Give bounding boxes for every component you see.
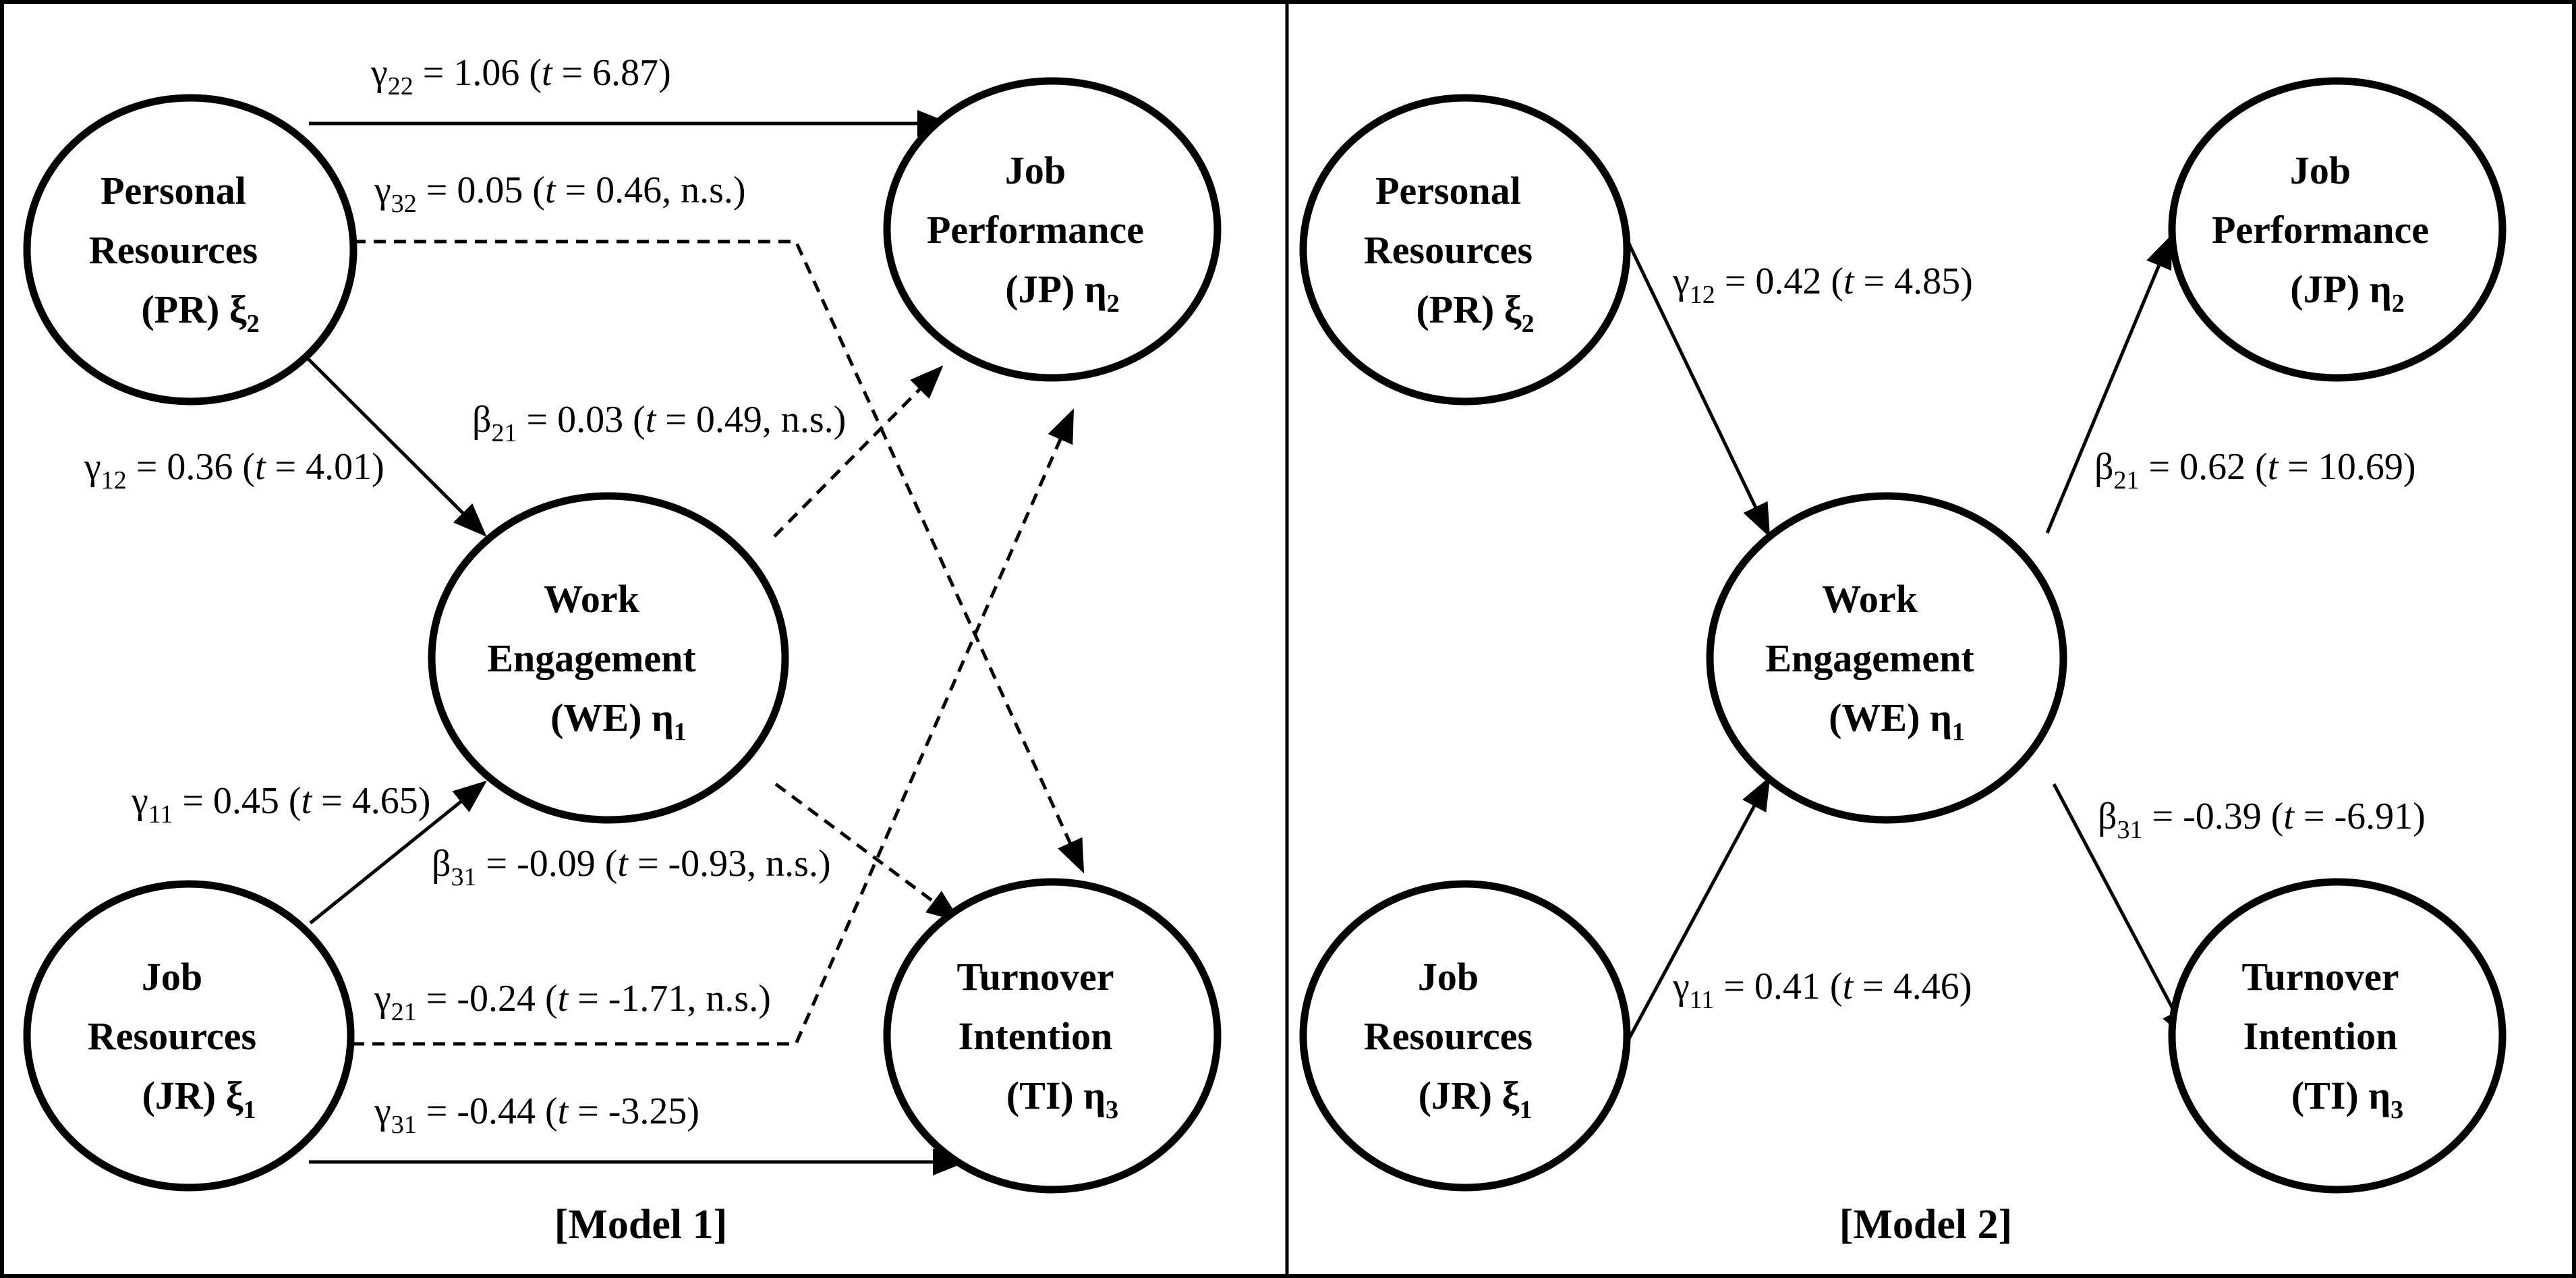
edge-b31-label: β31 = -0.39 (t = -6.91) xyxy=(2098,796,2426,844)
panel-model-1: γ22 = 1.06 (t = 6.87) γ32 = 0.05 (t = 0.4… xyxy=(23,52,1222,1248)
node-ti-ellipse xyxy=(883,878,1222,1194)
edge-g12-arrow xyxy=(1625,238,1771,538)
node-pr-label-line: Resources xyxy=(89,228,258,272)
edge-b21-label: β21 = 0.03 (t = 0.49, n.s.) xyxy=(472,399,846,447)
node-jr-ellipse xyxy=(1299,880,1631,1192)
node-we-label-line: Engagement xyxy=(487,636,696,680)
node-ti-label-line: Turnover xyxy=(956,955,1114,999)
edge-g11: γ11 = 0.45 (t = 4.65) xyxy=(131,780,487,924)
node-pr-ellipse xyxy=(1299,94,1631,406)
node-pr-symbol: (PR) ξ2 xyxy=(1416,287,1534,338)
edge-g11: γ11 = 0.41 (t = 4.46) xyxy=(1625,776,1972,1044)
node-jp-ellipse xyxy=(2168,77,2507,382)
edge-g31-label: γ31 = -0.44 (t = -3.25) xyxy=(374,1090,699,1139)
node-jp-label-line: Job xyxy=(2290,148,2351,192)
edge-g12: γ12 = 0.36 (t = 4.01) xyxy=(84,356,487,537)
edge-g22: γ22 = 1.06 (t = 6.87) xyxy=(309,52,951,137)
edge-b21-arrow xyxy=(773,365,944,538)
node-we-label-line: Work xyxy=(1822,577,1918,621)
edge-b31-arrow xyxy=(2052,783,2191,1043)
node-pr-symbol: (PR) ξ2 xyxy=(141,287,259,338)
edge-g12: γ12 = 0.42 (t = 4.85) xyxy=(1625,238,1973,538)
edge-g12-label: γ12 = 0.42 (t = 4.85) xyxy=(1672,260,1973,309)
edge-g21: γ21 = -0.24 (t = -1.71, n.s.) xyxy=(352,408,1075,1046)
edge-b31-label: β31 = -0.09 (t = -0.93, n.s.) xyxy=(432,843,831,891)
edge-g32-label: γ32 = 0.05 (t = 0.46, n.s.) xyxy=(374,169,746,218)
node-pr-label-line: Personal xyxy=(101,169,246,213)
edge-g12-arrow xyxy=(306,356,487,537)
edge-b21-arrow xyxy=(2045,234,2173,534)
edge-g21-arrow xyxy=(352,408,1075,1046)
node-ti-label-line: Intention xyxy=(958,1014,1113,1058)
edge-b31: β31 = -0.09 (t = -0.93, n.s.) xyxy=(432,782,961,922)
edge-b31: β31 = -0.39 (t = -6.91) xyxy=(2052,783,2426,1043)
node-jr-label-line: Resources xyxy=(1364,1014,1533,1058)
node-ti-symbol: (TI) η3 xyxy=(2291,1074,2403,1124)
node-we-label-line: Work xyxy=(544,577,640,621)
node-we-ellipse xyxy=(1706,492,2067,824)
node-jp-symbol: (JP) η2 xyxy=(1005,267,1120,318)
edge-g11-arrow xyxy=(1625,776,1771,1044)
node-jr-label-line: Job xyxy=(142,955,202,999)
edge-g32: γ32 = 0.05 (t = 0.46, n.s.) xyxy=(353,169,1085,874)
node-jp-label-line: Performance xyxy=(927,208,1144,252)
panel-caption: [Model 1] xyxy=(554,1202,728,1248)
node-jr-symbol: (JR) ξ1 xyxy=(1419,1074,1533,1124)
node-jp-symbol: (JP) η2 xyxy=(2290,267,2405,318)
edge-b31-arrow xyxy=(774,782,961,922)
node-we-symbol: (WE) η1 xyxy=(1829,696,1965,746)
edge-b21-label: β21 = 0.62 (t = 10.69) xyxy=(2094,446,2416,495)
edge-g11-label: γ11 = 0.45 (t = 4.65) xyxy=(131,780,430,829)
node-jr-label-line: Resources xyxy=(88,1014,256,1058)
node-jr-label-line: Job xyxy=(1418,955,1479,999)
node-pr-label-line: Personal xyxy=(1375,169,1521,213)
edge-g32-arrow xyxy=(353,240,1085,874)
node-jr-ellipse xyxy=(23,880,355,1192)
node-jp-label-line: Job xyxy=(1005,148,1066,192)
edge-g31: γ31 = -0.44 (t = -3.25) xyxy=(309,1090,967,1175)
node-pr-label-line: Resources xyxy=(1364,228,1533,272)
node-ti-label-line: Intention xyxy=(2243,1014,2398,1058)
node-we-label-line: Engagement xyxy=(1765,636,1974,680)
panel-caption: [Model 2] xyxy=(1839,1202,2013,1248)
node-ti-label-line: Turnover xyxy=(2241,955,2399,999)
node-jp-ellipse xyxy=(883,77,1222,382)
edge-b21: β21 = 0.62 (t = 10.69) xyxy=(2045,234,2416,534)
edge-b21: β21 = 0.03 (t = 0.49, n.s.) xyxy=(472,365,944,538)
node-we-symbol: (WE) η1 xyxy=(550,696,687,746)
node-jr-symbol: (JR) ξ1 xyxy=(142,1074,256,1124)
edge-g11-arrow xyxy=(309,780,487,924)
node-ti-symbol: (TI) η3 xyxy=(1006,1074,1118,1124)
edge-g11-label: γ11 = 0.41 (t = 4.46) xyxy=(1672,966,1972,1014)
edge-g12-label: γ12 = 0.36 (t = 4.01) xyxy=(84,446,384,495)
node-jp-label-line: Performance xyxy=(2212,208,2429,252)
node-pr-ellipse xyxy=(23,94,357,406)
edge-g22-label: γ22 = 1.06 (t = 6.87) xyxy=(370,52,671,101)
node-ti-ellipse xyxy=(2168,878,2507,1194)
panel-model-2: γ12 = 0.42 (t = 4.85) β21 = 0.62 (t = 10.… xyxy=(1299,77,2507,1248)
edge-g21-label: γ21 = -0.24 (t = -1.71, n.s.) xyxy=(374,978,771,1026)
node-we-ellipse xyxy=(428,492,789,824)
